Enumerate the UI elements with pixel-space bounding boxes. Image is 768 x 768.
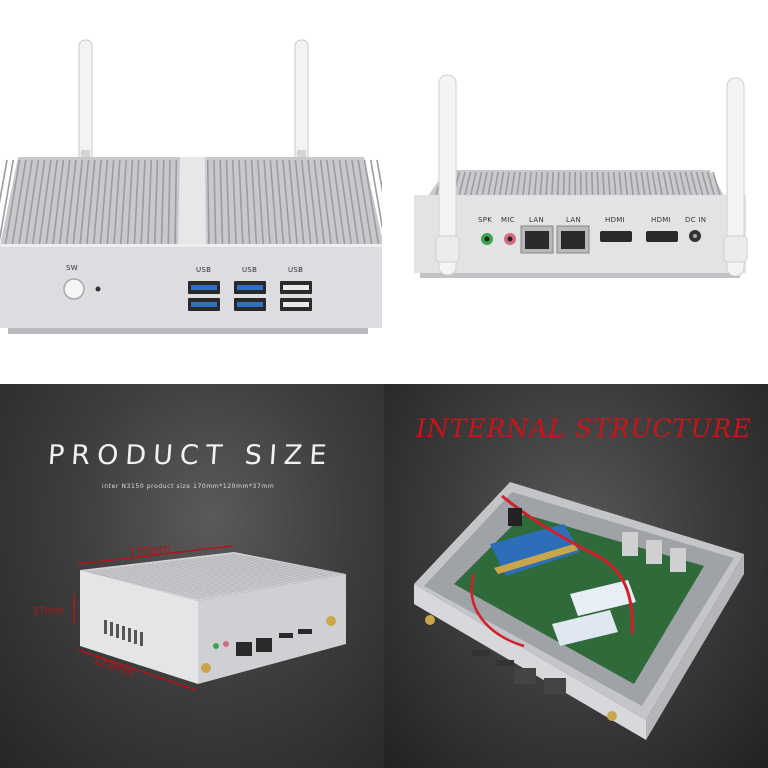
internal-antenna-right bbox=[607, 711, 617, 721]
product-size-panel: PRODUCT SIZE inter N3150 product size 17… bbox=[0, 384, 384, 768]
width-dimension-line bbox=[77, 649, 197, 691]
heatsink-fins bbox=[0, 159, 384, 245]
usb2-ports bbox=[280, 281, 312, 311]
size-box-left-face bbox=[80, 570, 198, 684]
rear-heatsink-fins bbox=[435, 171, 721, 196]
hdmi-port-2 bbox=[646, 231, 678, 242]
row-divider bbox=[0, 380, 768, 384]
lan-port-2 bbox=[556, 225, 590, 254]
side-vents bbox=[104, 620, 143, 646]
size-antenna-connector-left bbox=[201, 663, 211, 673]
internal-antenna-left bbox=[425, 615, 435, 625]
sata-cable bbox=[501, 494, 634, 635]
length-dimension-line bbox=[77, 545, 233, 565]
internal-structure-title: INTERNAL STRUCTURE bbox=[416, 414, 752, 443]
rear-antenna-left bbox=[435, 74, 460, 276]
usb-label-3: USB bbox=[288, 266, 304, 274]
port-label-hdmi-1: HDMI bbox=[605, 216, 625, 224]
port-label-dc-in: DC IN bbox=[685, 216, 707, 224]
size-box-right-face bbox=[198, 574, 346, 684]
size-antenna-connector-right bbox=[326, 616, 336, 626]
msata-ssd bbox=[570, 580, 636, 616]
port-label-lan-2: LAN bbox=[566, 216, 581, 224]
height-dimension-label: 37mm bbox=[32, 606, 65, 617]
internal-lan-2 bbox=[544, 678, 566, 694]
internal-usb-3 bbox=[670, 548, 686, 572]
usb-label-1: USB bbox=[196, 266, 212, 274]
usb3-ports-1 bbox=[188, 281, 220, 311]
power-led bbox=[95, 286, 101, 292]
port-label-lan-1: LAN bbox=[529, 216, 544, 224]
front-view-panel: SW USB USB USB bbox=[0, 0, 384, 380]
front-view-photo bbox=[0, 39, 384, 334]
port-label-spk: SPK bbox=[478, 216, 493, 224]
lan-port-1 bbox=[520, 225, 554, 254]
cable-clip bbox=[508, 508, 522, 526]
size-lan-2 bbox=[256, 638, 272, 652]
rear-view-photo bbox=[414, 74, 748, 278]
size-hdmi-2 bbox=[298, 629, 312, 634]
antenna-left bbox=[78, 39, 93, 169]
power-button bbox=[63, 278, 85, 300]
antenna-right bbox=[294, 39, 309, 169]
port-label-hdmi-2: HDMI bbox=[651, 216, 671, 224]
internal-structure-photo bbox=[414, 482, 744, 740]
internal-usb-1 bbox=[622, 532, 638, 556]
internal-usb-2 bbox=[646, 540, 662, 564]
size-hdmi-1 bbox=[279, 633, 293, 638]
usb-label-2: USB bbox=[242, 266, 258, 274]
power-button-label: SW bbox=[66, 264, 78, 272]
hdmi-port-1 bbox=[600, 231, 632, 242]
column-divider-top bbox=[382, 0, 384, 380]
internal-structure-panel: INTERNAL STRUCTURE bbox=[384, 384, 768, 768]
port-label-mic: MIC bbox=[501, 216, 515, 224]
chassis-front-wall bbox=[414, 584, 646, 740]
product-size-photo bbox=[73, 545, 346, 691]
usb3-ports-2 bbox=[234, 281, 266, 311]
product-size-subtitle: inter N3150 product size 170mm*120mm*37m… bbox=[102, 483, 275, 490]
rear-antenna-right bbox=[723, 77, 748, 277]
size-box-fins bbox=[85, 553, 343, 600]
rear-view-panel: SPK MIC LAN LAN HDMI HDMI DC IN bbox=[384, 0, 768, 380]
size-lan-1 bbox=[236, 642, 252, 656]
m2-ssd bbox=[552, 610, 618, 646]
internal-lan-1 bbox=[514, 668, 536, 684]
